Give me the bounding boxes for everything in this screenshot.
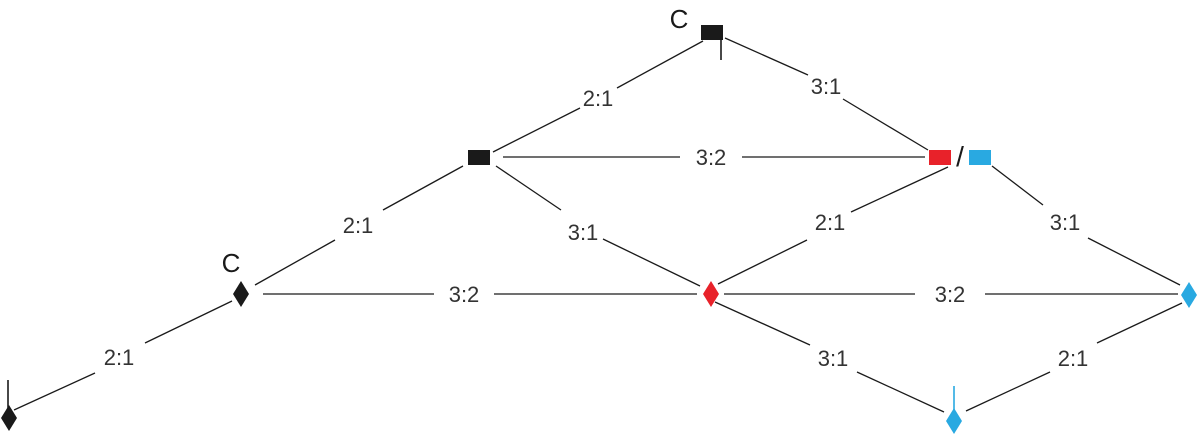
ratio-label-e10: 2:1 [104, 345, 135, 370]
ratio-label-e3: 3:2 [696, 145, 727, 170]
ratio-label-e9: 3:2 [935, 282, 966, 307]
red-square-node [929, 150, 951, 165]
bottom-blue-diamond-node [946, 408, 962, 434]
square-separator: / [956, 141, 964, 172]
ratio-label-e1: 2:1 [583, 86, 614, 111]
bottom-left-diamond-node [1, 405, 17, 431]
nodes: C / C [1, 4, 1197, 434]
right-diamond-node [1181, 282, 1197, 308]
ratio-labels: 2:1 3:1 3:2 2:1 3:1 2:1 3:1 3:2 3:2 2:1 … [104, 74, 1089, 371]
top-square-annotation: C [670, 4, 689, 34]
ratio-label-e11: 3:1 [818, 346, 849, 371]
mid-square-node [468, 150, 490, 165]
ratio-label-e8: 3:2 [449, 282, 480, 307]
ratio-label-e4: 2:1 [343, 213, 374, 238]
blue-square-node [969, 150, 991, 165]
ratio-label-e6: 2:1 [815, 210, 846, 235]
ratio-label-e7: 3:1 [1050, 210, 1081, 235]
ratio-label-e5: 3:1 [568, 220, 599, 245]
ratio-label-e12: 2:1 [1058, 346, 1089, 371]
red-diamond-node [703, 281, 719, 307]
edge-lines [13, 37, 1183, 413]
left-diamond-annotation: C [222, 248, 241, 278]
top-square-node [701, 25, 723, 40]
ratio-label-e2: 3:1 [811, 74, 842, 99]
left-diamond-node [233, 281, 249, 307]
